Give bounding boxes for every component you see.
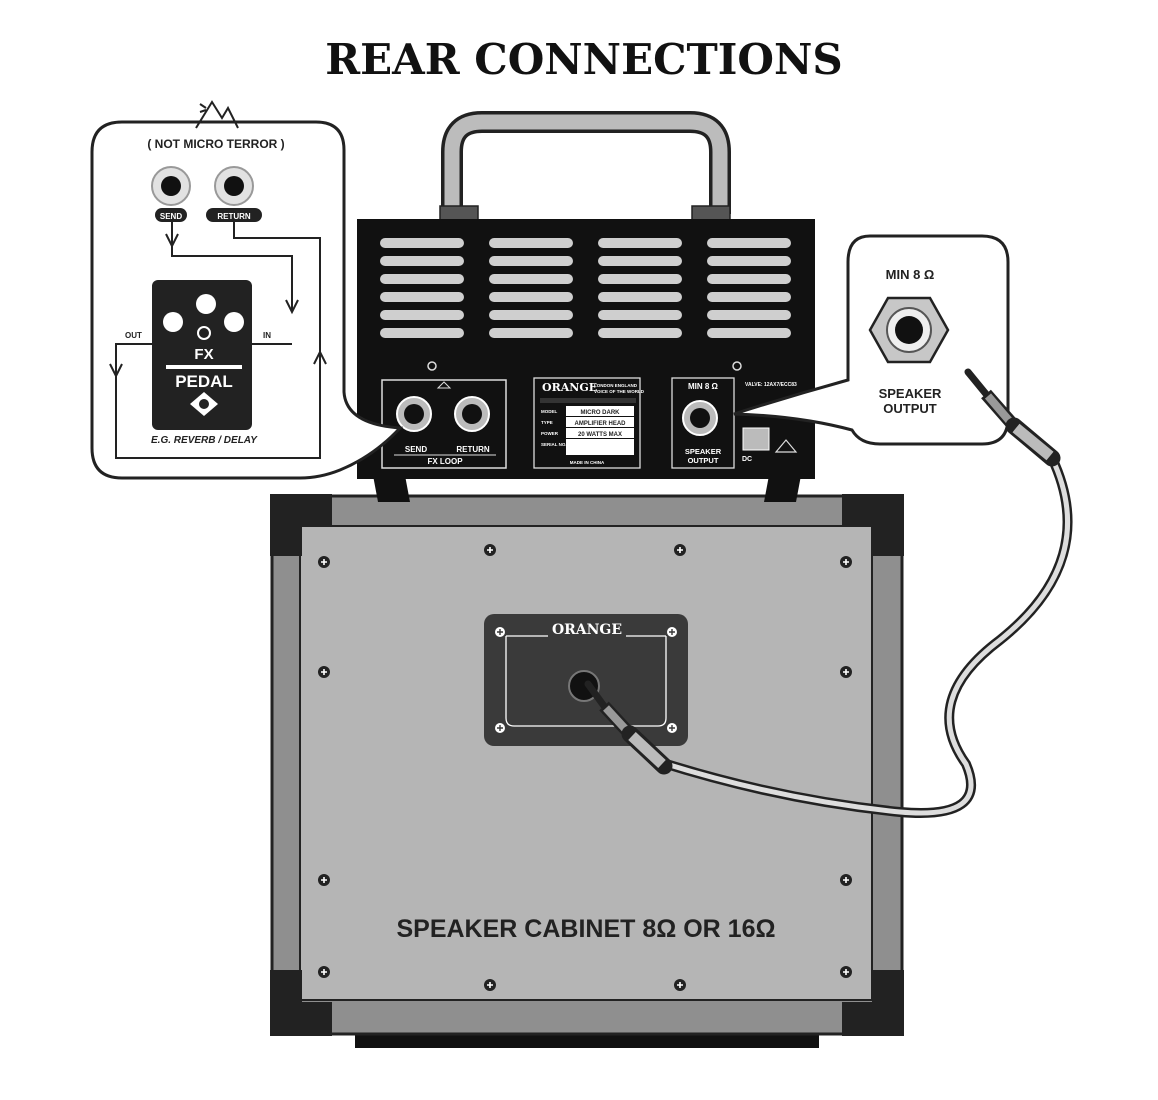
amp-send-label: SEND [405,445,427,454]
amp-vents [380,238,791,338]
amp-brand-sub1: LONDON ENGLAND [594,383,638,388]
cabinet-brand-logo: ORANGE [552,622,622,638]
plate-value: 20 WATTS MAX [578,432,622,438]
pedal-icon [195,100,239,129]
cabinet-input-panel: ORANGE [484,614,688,746]
speaker-cabinet: ORANGE SPEAKER CABINET 8Ω OR 16Ω [270,494,904,1048]
pedal-out-label: OUT [125,331,142,340]
plate-value: AMPLIFIER HEAD [575,421,627,427]
pedal-label-pedal: PEDAL [175,372,233,391]
fx-pedal: FX PEDAL [152,280,252,430]
amp-fx-loop-label: FX LOOP [427,457,463,466]
diagram-title: REAR CONNECTIONS [325,35,842,84]
amp-brand-logo: ORANGE [542,381,597,394]
amp-dc-socket[interactable] [742,427,770,451]
callout-output-line1: SPEAKER [879,386,942,401]
plate-key: POWER [541,431,559,436]
plate-key: MODEL [541,409,558,414]
amp-fx-loop-panel: SEND RETURN FX LOOP [381,379,507,469]
pedal-caption: E.G. REVERB / DELAY [151,435,258,446]
fx-loop-callout: ( NOT MICRO TERROR ) SEND RETURN OUT IN [90,100,404,480]
amp-serial-plate: ORANGE LONDON ENGLAND VOICE OF THE WORLD… [533,377,645,469]
plate-key: TYPE [541,420,553,425]
amp-made-in: MADE IN CHINA [570,460,605,465]
cable-plug-bottom [584,680,673,775]
amp-brand-sub2: VOICE OF THE WORLD [594,389,645,394]
amp-speaker-output-panel: MIN 8 Ω SPEAKER OUTPUT [671,377,735,469]
plate-value: MICRO DARK [581,410,621,416]
amp-head: SEND RETURN FX LOOP ORANGE LONDON ENGLAN… [357,111,815,502]
pedal-footswitch [197,397,211,411]
speaker-output-callout: MIN 8 Ω SPEAKER OUTPUT [733,234,1010,446]
pedal-label-fx: FX [194,346,213,363]
cabinet-label: SPEAKER CABINET 8Ω OR 16Ω [396,915,775,943]
callout-send-label: SEND [160,212,182,221]
amp-valve-label: VALVE: 12AX7/ECC83 [745,382,797,388]
amp-output-line1: SPEAKER [685,447,722,456]
amp-plate-rows: MODEL MICRO DARK TYPE AMPLIFIER HEAD POW… [541,406,634,455]
amp-return-label: RETURN [456,445,490,454]
plate-key: SERIAL NO. [541,442,567,447]
amp-output-line2: OUTPUT [688,456,719,465]
callout-output-line2: OUTPUT [883,401,937,416]
callout-return-label: RETURN [217,212,251,221]
amp-min-label: MIN 8 Ω [688,382,719,391]
speaker-cable [584,368,1073,818]
fx-routing-lines [109,222,327,459]
callout-min-label: MIN 8 Ω [886,267,935,282]
amp-dc-label: DC [742,456,752,463]
cable-plug-top [964,368,1061,467]
callout-note: ( NOT MICRO TERROR ) [147,137,284,151]
pedal-in-label: IN [263,331,271,340]
